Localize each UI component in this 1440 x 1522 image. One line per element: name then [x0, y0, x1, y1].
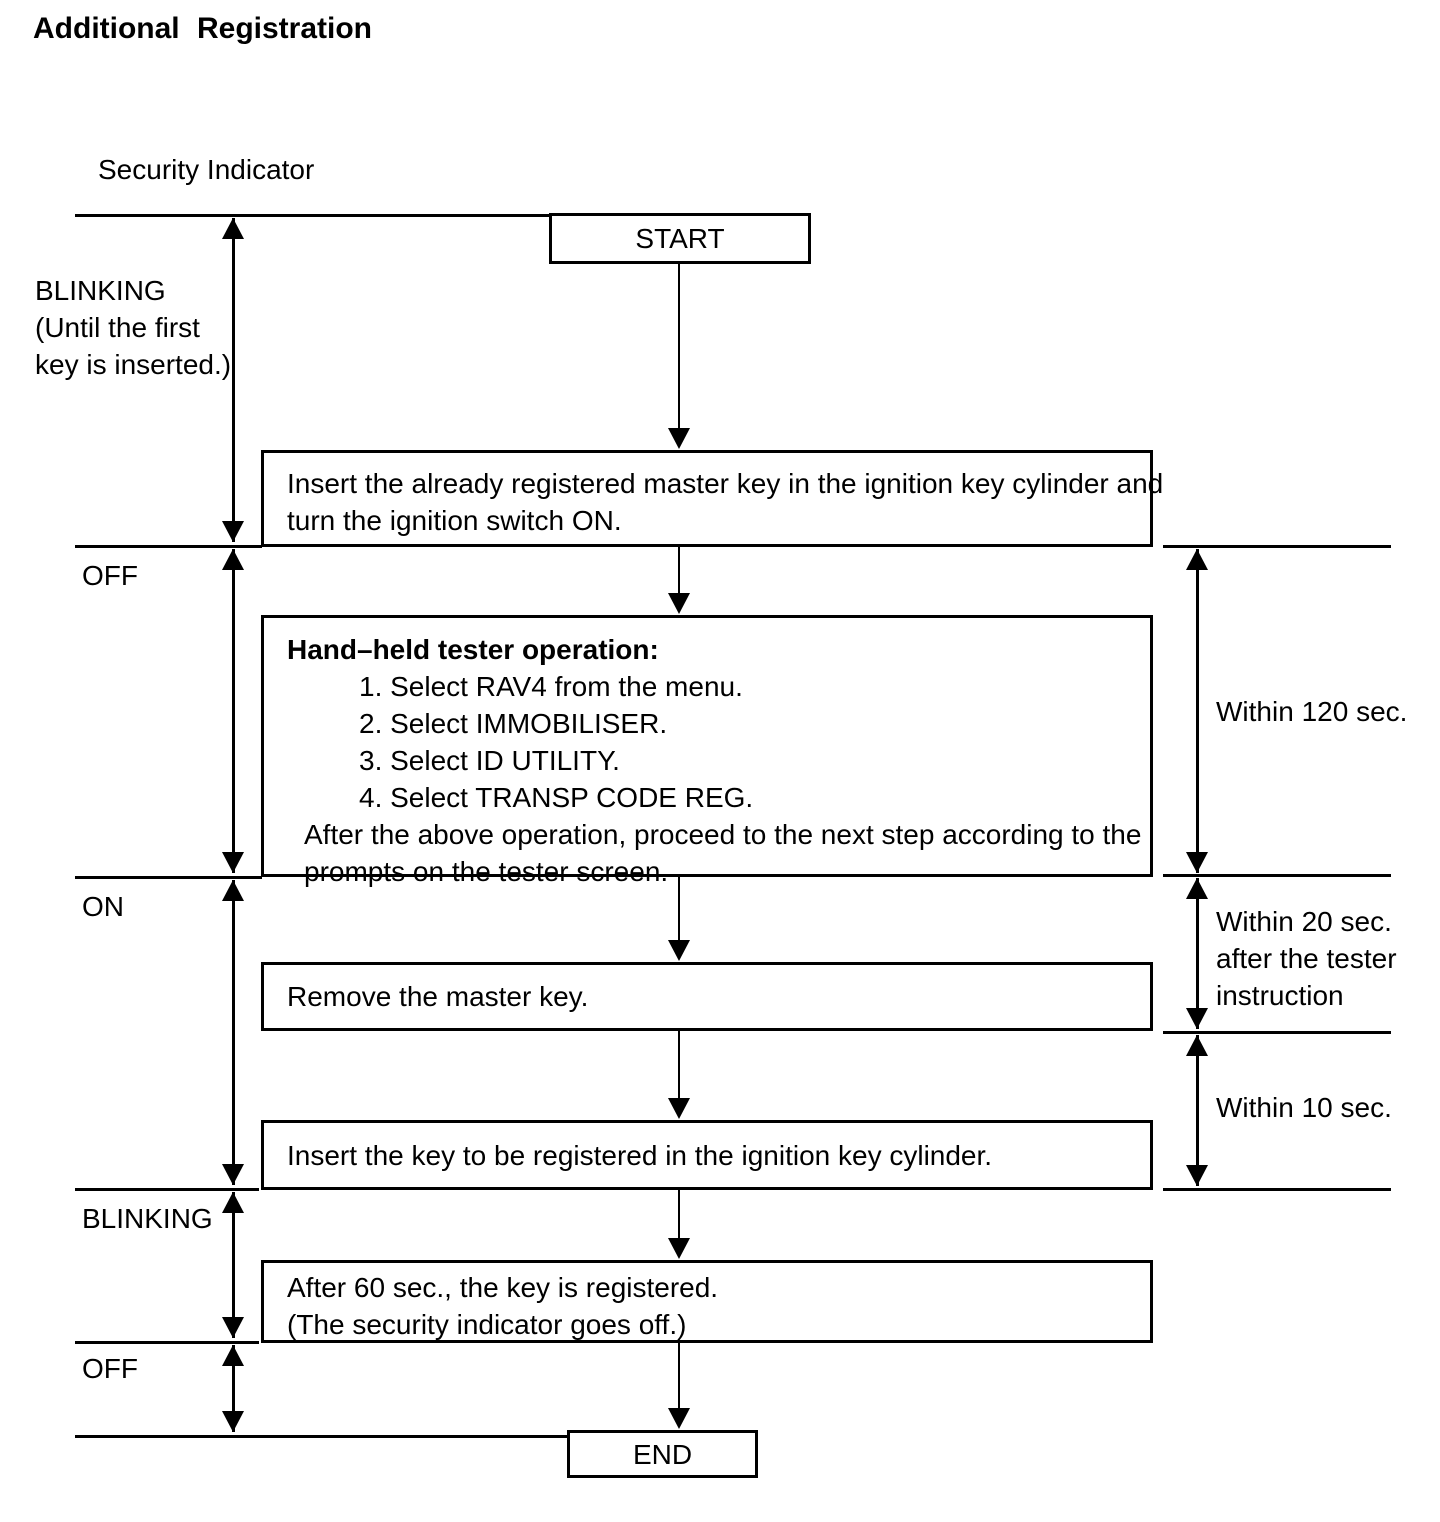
step1-box: Insert the already registered master key…	[261, 450, 1163, 547]
timeline-rule-4	[75, 1188, 259, 1191]
state-blinking2-label: BLINKING	[82, 1203, 213, 1234]
timeline-span-off-arrow	[222, 549, 244, 873]
step3-text: Remove the master key.	[287, 981, 589, 1012]
timeline-rule-1	[75, 214, 552, 217]
timing-rule-1	[1163, 545, 1391, 548]
timing-120sec-label: Within 120 sec.	[1216, 696, 1408, 727]
step2-item-1: 1. Select RAV4 from the menu.	[359, 671, 743, 702]
timeline-rule-2	[75, 545, 262, 548]
timeline-rule-6	[75, 1435, 569, 1438]
timeline-span-off2-arrow	[222, 1345, 244, 1432]
state-on-label: ON	[82, 891, 124, 922]
timing-20sec-label-line2: after the tester	[1216, 943, 1397, 974]
timing-20sec-label-line1: Within 20 sec.	[1216, 906, 1392, 937]
step2-item-2: 2. Select IMMOBILISER.	[359, 708, 668, 739]
state-off2-label: OFF	[82, 1353, 138, 1384]
connector-step3-to-step4	[668, 1031, 690, 1119]
timing-rule-2	[1163, 874, 1391, 877]
page-title: Additional Registration	[33, 12, 372, 45]
timing-span-20sec-arrow	[1186, 878, 1208, 1029]
step2-box: Hand–held tester operation: 1. Select RA…	[261, 615, 1153, 887]
timing-10sec-label: Within 10 sec.	[1216, 1092, 1392, 1123]
end-node-label: END	[632, 1438, 693, 1470]
step2-item-4: 4. Select TRANSP CODE REG.	[359, 782, 754, 813]
end-node: END	[567, 1430, 758, 1478]
timing-span-120sec-arrow	[1186, 549, 1208, 873]
step5-text-line1: After 60 sec., the key is registered.	[287, 1272, 719, 1303]
connector-step2-to-step3	[668, 877, 690, 961]
state-blinking-note-line1: (Until the first	[35, 312, 200, 343]
timing-rule-3	[1163, 1031, 1391, 1034]
step5-box: After 60 sec., the key is registered. (T…	[261, 1260, 1153, 1343]
step2-heading: Hand–held tester operation:	[287, 634, 659, 665]
timeline-rule-5	[75, 1341, 259, 1344]
state-blinking-label: BLINKING	[35, 275, 166, 306]
step5-text-line2: (The security indicator goes off.)	[287, 1309, 687, 1340]
start-node: START	[549, 213, 811, 264]
step3-box: Remove the master key.	[261, 962, 1153, 1031]
connector-start-to-step1	[668, 264, 690, 449]
timeline-span-blinking2-arrow	[222, 1192, 244, 1338]
step2-footer-line2: prompts on the tester screen.	[304, 856, 669, 887]
step4-box: Insert the key to be registered in the i…	[261, 1120, 1153, 1190]
connector-step4-to-step5	[668, 1190, 690, 1259]
state-off-label: OFF	[82, 560, 138, 591]
step4-text: Insert the key to be registered in the i…	[287, 1139, 993, 1171]
start-node-label: START	[635, 223, 725, 254]
security-indicator-label: Security Indicator	[98, 154, 315, 185]
timeline-span-on-arrow	[222, 880, 244, 1185]
step1-text-line2: turn the ignition switch ON.	[287, 505, 622, 536]
connector-step1-to-step2	[668, 547, 690, 614]
step2-footer-line1: After the above operation, proceed to th…	[304, 819, 1142, 850]
timing-rule-4	[1163, 1188, 1391, 1191]
timing-20sec-label-line3: instruction	[1216, 980, 1344, 1011]
timeline-span-blinking-arrow	[222, 218, 244, 542]
state-blinking-note-line2: key is inserted.)	[35, 349, 232, 380]
step2-item-3: 3. Select ID UTILITY.	[359, 745, 620, 776]
timing-span-10sec-arrow	[1186, 1035, 1208, 1186]
connector-step5-to-end	[668, 1343, 690, 1429]
step1-text-line1: Insert the already registered master key…	[287, 468, 1164, 499]
timeline-rule-3	[75, 876, 262, 879]
